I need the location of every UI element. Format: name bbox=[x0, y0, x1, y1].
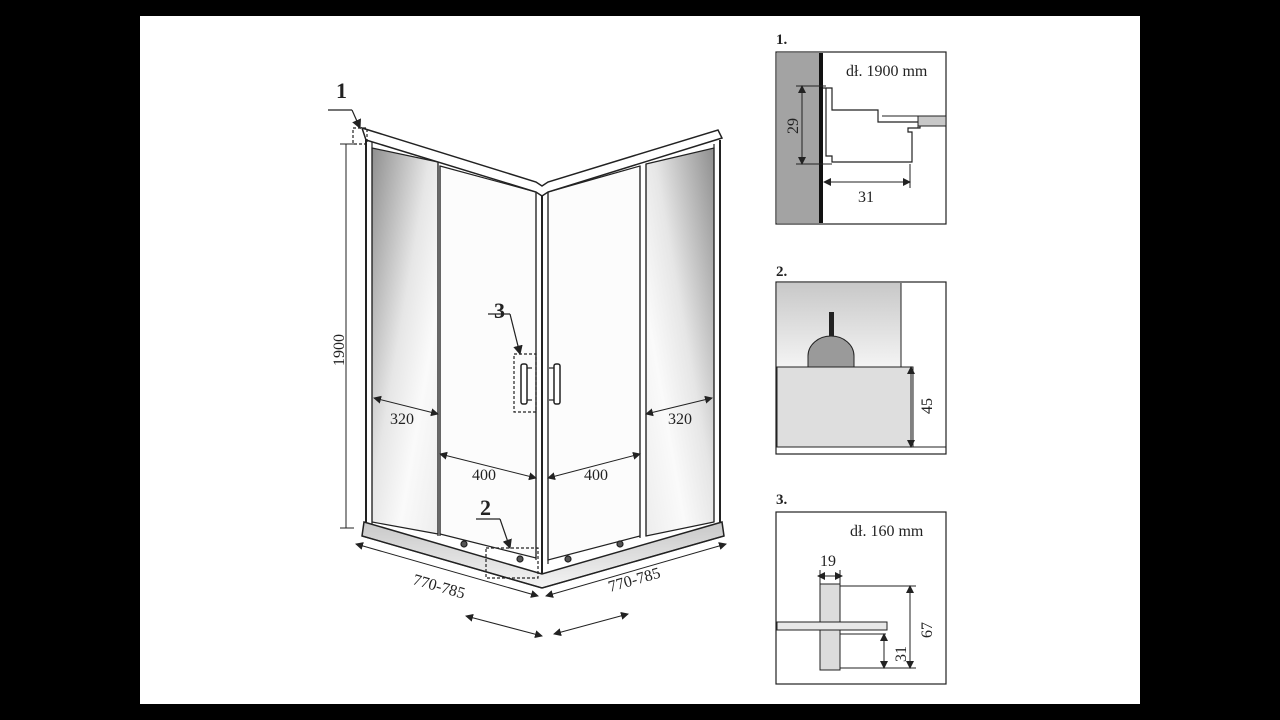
wall bbox=[777, 53, 821, 223]
dim-right-panel: 320 bbox=[668, 411, 692, 428]
dim-front-left: 400 bbox=[472, 467, 496, 484]
detail-3-length: dł. 160 mm bbox=[850, 523, 924, 540]
detail-3-h1: 67 bbox=[919, 622, 936, 638]
detail-3-h2: 31 bbox=[893, 646, 910, 662]
detail-1-v: 29 bbox=[785, 118, 802, 134]
dim-front-right: 400 bbox=[584, 467, 608, 484]
detail-1-h: 31 bbox=[858, 189, 874, 206]
detail-2-panel: 2. 45 bbox=[775, 264, 947, 455]
shower-enclosure bbox=[328, 109, 725, 589]
dim-height: 1900 bbox=[331, 334, 348, 366]
drawing-sheet: 1 3 2 1900 320 320 400 400 770-785 770-7… bbox=[140, 16, 1140, 704]
dim-left-panel: 320 bbox=[390, 411, 414, 428]
callout-3: 3 bbox=[494, 298, 505, 323]
right-sliding-door bbox=[547, 165, 641, 561]
detail-3-title: 3. bbox=[776, 492, 788, 508]
detail-2-v: 45 bbox=[919, 398, 936, 414]
right-fixed-glass bbox=[645, 147, 715, 537]
detail-3-panel: 3. dł. 160 mm 19 67 31 bbox=[775, 492, 947, 685]
detail-1-panel: 1. dł. 1900 mm 29 31 bbox=[775, 32, 947, 225]
dim-base-right: 770-785 bbox=[606, 565, 662, 596]
detail-3-w: 19 bbox=[820, 553, 836, 570]
callout-2: 2 bbox=[480, 495, 491, 520]
left-fixed-glass bbox=[371, 147, 439, 535]
detail-2-title: 2. bbox=[776, 264, 788, 280]
detail-marker-3 bbox=[513, 353, 537, 413]
door-handle-right bbox=[549, 363, 561, 405]
dim-base-left: 770-785 bbox=[411, 572, 467, 603]
technical-drawing: 1 3 2 1900 320 320 400 400 770-785 770-7… bbox=[328, 32, 947, 685]
detail-1-length: dł. 1900 mm bbox=[846, 63, 928, 80]
door-handle-left bbox=[520, 363, 532, 405]
dimension-lines bbox=[340, 143, 727, 639]
callout-1: 1 bbox=[336, 78, 347, 103]
detail-1-title: 1. bbox=[776, 32, 788, 48]
